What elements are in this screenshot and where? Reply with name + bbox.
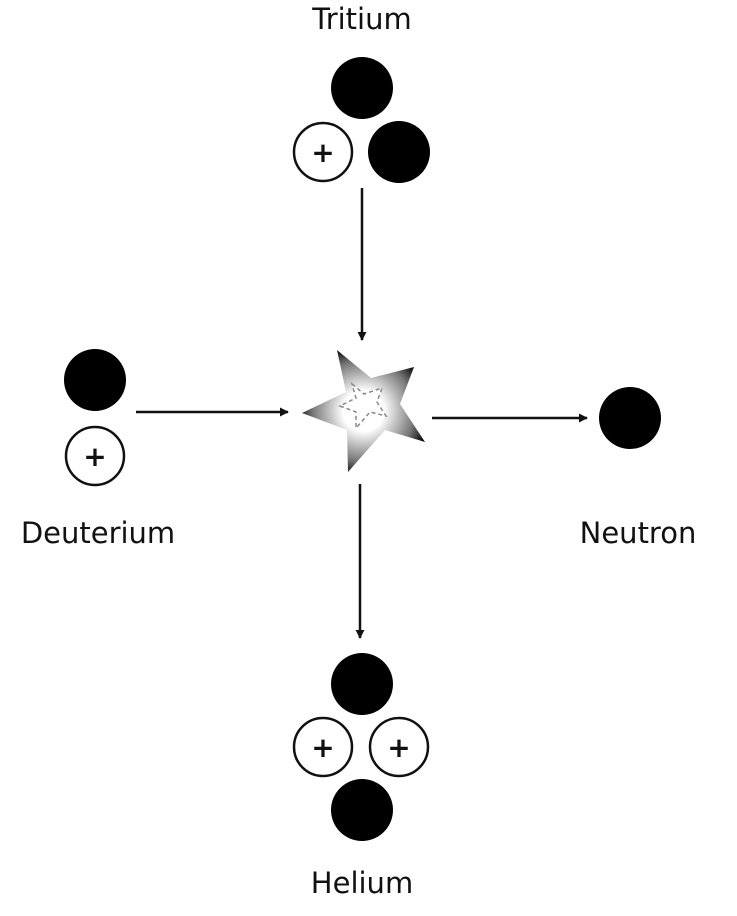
proton-particle: + [292,121,354,183]
neutron-label: Neutron [579,516,697,550]
neutron-particle [331,653,393,715]
free-neutron-particle [599,387,661,449]
proton-plus-sign: + [311,136,334,169]
proton-plus-sign: + [387,731,410,764]
proton-particle: + [368,716,430,778]
helium-nucleus: + + [292,653,430,841]
tritium-label: Tritium [312,2,412,36]
neutron-particle [64,349,126,411]
tritium-nucleus: + [292,57,430,183]
proton-plus-sign: + [83,440,106,473]
deuterium-label: Deuterium [20,516,176,550]
neutron-particle [368,121,430,183]
fusion-star-icon [302,350,425,472]
proton-particle: + [292,716,354,778]
proton-plus-sign: + [311,731,334,764]
helium-label: Helium [310,866,414,900]
neutron-particle [331,57,393,119]
deuterium-nucleus: + [64,349,126,487]
proton-particle: + [64,425,126,487]
neutron-particle [331,779,393,841]
